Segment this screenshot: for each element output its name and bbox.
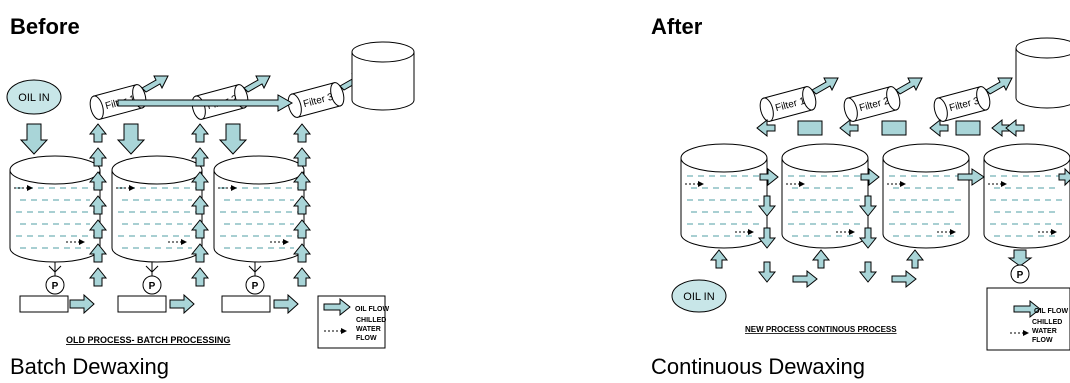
tank bbox=[213, 155, 305, 263]
filter-unit: Filter 3 bbox=[287, 82, 345, 118]
legend: OIL FLOW CHILLED WATER FLOW bbox=[986, 287, 1070, 351]
process-title: OLD PROCESS- BATCH PROCESSING bbox=[66, 335, 230, 345]
after-heading: After bbox=[651, 14, 703, 39]
pump-base bbox=[19, 295, 69, 313]
before-heading: Before bbox=[10, 14, 80, 39]
process-title: NEW PROCESS CONTINOUS PROCESS bbox=[745, 325, 897, 334]
filter-outlet-arrows bbox=[811, 77, 1013, 95]
legend-chilled: CHILLED bbox=[1032, 319, 1062, 326]
legend-oil-flow: OIL FLOW bbox=[355, 306, 389, 313]
pump: P bbox=[245, 262, 265, 295]
tank bbox=[983, 143, 1070, 249]
tank bbox=[882, 143, 970, 249]
pump: P bbox=[45, 262, 65, 295]
after-caption: Continuous Dewaxing bbox=[651, 354, 866, 379]
storage-tank bbox=[1015, 37, 1070, 109]
tank bbox=[680, 143, 768, 249]
inlet-arrow bbox=[19, 123, 49, 155]
pump-base bbox=[221, 295, 271, 313]
pump-label: P bbox=[149, 281, 156, 292]
up-arrow-columns bbox=[88, 123, 312, 287]
pump-label: P bbox=[1017, 270, 1024, 281]
pump-base bbox=[117, 295, 167, 313]
tank bbox=[9, 155, 101, 263]
pump: P bbox=[142, 262, 162, 295]
legend-flow: FLOW bbox=[1032, 337, 1053, 344]
legend: OIL FLOW CHILLED WATER FLOW bbox=[317, 295, 389, 349]
inlet-arrow bbox=[116, 123, 146, 155]
legend-water: WATER bbox=[1032, 328, 1057, 335]
filter-bypass-arrow bbox=[117, 94, 294, 112]
oil-in-ellipse bbox=[6, 79, 62, 115]
pump: P bbox=[1007, 249, 1033, 284]
legend-chilled: CHILLED bbox=[356, 317, 386, 324]
inlet-arrow bbox=[218, 123, 248, 155]
tank bbox=[111, 155, 203, 263]
continuous-process-diagram: Filter 1 Filter 2 Filter 3 bbox=[671, 37, 1070, 351]
batch-process-diagram: OIL IN bbox=[6, 41, 415, 349]
inlet-arrows bbox=[19, 123, 248, 155]
transfer-arrows bbox=[757, 167, 1070, 249]
legend-oil-flow: OIL FLOW bbox=[1034, 308, 1068, 315]
filter-unit: Filter 3 bbox=[933, 86, 991, 122]
before-caption: Batch Dewaxing bbox=[10, 354, 169, 379]
oil-in-label: OIL IN bbox=[683, 291, 714, 303]
pump-label: P bbox=[52, 281, 59, 292]
legend-flow: FLOW bbox=[356, 335, 377, 342]
oil-in-label: OIL IN bbox=[18, 92, 49, 104]
bottom-arrows bbox=[709, 249, 925, 289]
filter-unit: Filter 1 bbox=[759, 86, 817, 122]
pump-label: P bbox=[252, 281, 259, 292]
storage-tank bbox=[351, 41, 415, 111]
filter-unit: Filter 2 bbox=[843, 86, 901, 122]
return-arrow-row bbox=[756, 118, 1025, 138]
base-outlet-arrows bbox=[69, 293, 299, 315]
tank bbox=[781, 143, 869, 249]
legend-water: WATER bbox=[356, 326, 381, 333]
oil-in-ellipse bbox=[671, 279, 727, 313]
